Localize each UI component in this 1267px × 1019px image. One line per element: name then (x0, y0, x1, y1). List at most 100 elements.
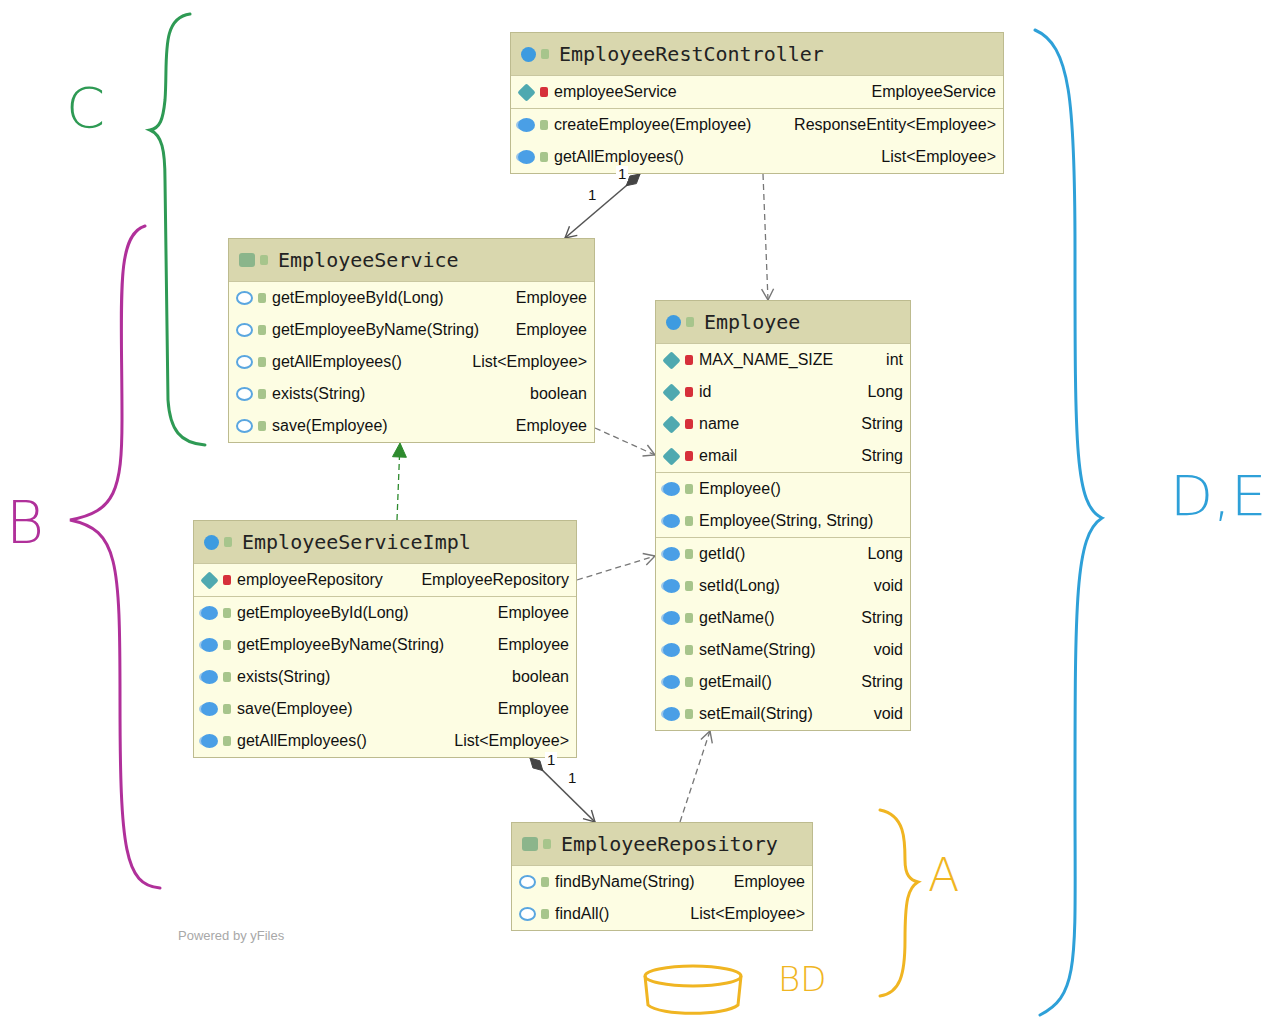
type-name: ResponseEntity<Employee> (778, 116, 996, 134)
visibility-icon (224, 537, 232, 547)
method-row: getId()Long (656, 538, 910, 570)
connector (762, 174, 774, 300)
uml-class-box: EmployeeMAX_NAME_SIZEintidLongnameString… (655, 300, 911, 731)
method-row: setName(String) void (656, 634, 910, 666)
field-name: employeeRepository (237, 571, 383, 589)
method-icon (201, 702, 218, 716)
method-name: findByName(String) (555, 873, 695, 891)
type-name: Employee (482, 700, 569, 718)
connector-line (565, 174, 640, 238)
method-row: getAllEmployees()List<Employee> (194, 725, 576, 757)
connector (595, 428, 655, 456)
composition-diamond (530, 758, 543, 771)
public-icon (540, 152, 548, 162)
type-name: void (858, 641, 903, 659)
type-name: Employee (718, 873, 805, 891)
type-name: Employee (500, 289, 587, 307)
class-name: EmployeeServiceImpl (242, 530, 471, 554)
public-icon (541, 877, 549, 887)
method-icon (663, 707, 680, 721)
public-icon (685, 709, 693, 719)
arrow-head (565, 226, 577, 238)
class-name: EmployeeService (278, 248, 459, 272)
method-icon (201, 670, 218, 684)
compartment: employeeRepository EmployeeRepository (194, 563, 576, 596)
method-name: getEmployeeByName(String) (237, 636, 444, 654)
private-icon (540, 87, 548, 97)
method-icon (236, 387, 253, 401)
method-name: getEmployeeByName(String) (272, 321, 479, 339)
compartment: findByName(String)EmployeefindAll()List<… (512, 865, 812, 930)
public-icon (541, 909, 549, 919)
method-row: Employee() (656, 473, 910, 505)
method-icon (201, 606, 218, 620)
field-name: email (699, 447, 737, 465)
compartment: employeeService EmployeeService (511, 75, 1003, 108)
green-brace (150, 14, 205, 445)
arrow-head (643, 554, 655, 566)
type-name: String (845, 673, 903, 691)
public-icon (223, 704, 231, 714)
type-name: String (845, 447, 903, 465)
public-icon (223, 608, 231, 618)
connector-line (577, 556, 655, 580)
compartment: Employee() Employee(String, String) (656, 472, 910, 537)
class-header: EmployeeServiceImpl (194, 521, 576, 563)
method-row: getEmployeeByName(String) Employee (194, 629, 576, 661)
method-icon (236, 419, 253, 433)
uml-class-box: EmployeeService getEmployeeById(Long)Empl… (228, 238, 595, 443)
class-header: EmployeeRestController (511, 33, 1003, 75)
compartment: MAX_NAME_SIZEintidLongnameStringemailStr… (656, 343, 910, 472)
field-row: idLong (656, 376, 910, 408)
private-icon (685, 451, 693, 461)
connector (393, 443, 407, 520)
public-icon (685, 645, 693, 655)
composition-diamond (626, 174, 640, 186)
method-row: getName()String (656, 602, 910, 634)
field-row: MAX_NAME_SIZE int (656, 344, 910, 376)
yellow-brace (880, 810, 918, 996)
field-icon (662, 383, 680, 401)
method-name: exists(String) (237, 668, 330, 686)
field-name: employeeService (554, 83, 677, 101)
connector (530, 758, 595, 822)
field-name: MAX_NAME_SIZE (699, 351, 833, 369)
type-name: EmployeeRepository (405, 571, 569, 589)
method-icon (518, 150, 535, 164)
method-row: getEmployeeById(Long)Employee (229, 282, 594, 314)
connector-line (680, 731, 710, 822)
type-name: void (858, 577, 903, 595)
type-name: List<Employee> (438, 732, 569, 750)
uml-class-box: EmployeeServiceImplemployeeRepositoryEmp… (193, 520, 577, 758)
public-icon (685, 677, 693, 687)
method-icon (518, 118, 535, 132)
public-icon (685, 516, 693, 526)
annotation-letter: A (928, 852, 959, 898)
realization-head (393, 443, 407, 457)
method-icon (201, 734, 218, 748)
method-icon (236, 323, 253, 337)
method-row: getEmail()String (656, 666, 910, 698)
method-name: save(Employee) (237, 700, 353, 718)
type-name: int (870, 351, 903, 369)
connector (577, 554, 655, 581)
private-icon (223, 575, 231, 585)
type-name: Employee (482, 636, 569, 654)
type-name: List<Employee> (456, 353, 587, 371)
arrow-head (643, 445, 656, 456)
method-name: setId(Long) (699, 577, 780, 595)
multiplicity-label: 1 (545, 752, 557, 767)
method-name: findAll() (555, 905, 609, 923)
class-header: Employee (656, 301, 910, 343)
public-icon (223, 672, 231, 682)
method-name: setName(String) (699, 641, 815, 659)
public-icon (685, 549, 693, 559)
public-icon (223, 736, 231, 746)
private-icon (685, 419, 693, 429)
class-name: EmployeeRepository (561, 832, 778, 856)
type-name: EmployeeService (856, 83, 997, 101)
method-name: Employee(String, String) (699, 512, 873, 530)
method-row: save(Employee)Employee (229, 410, 594, 442)
method-row: save(Employee) Employee (194, 693, 576, 725)
field-row: email String (656, 440, 910, 472)
